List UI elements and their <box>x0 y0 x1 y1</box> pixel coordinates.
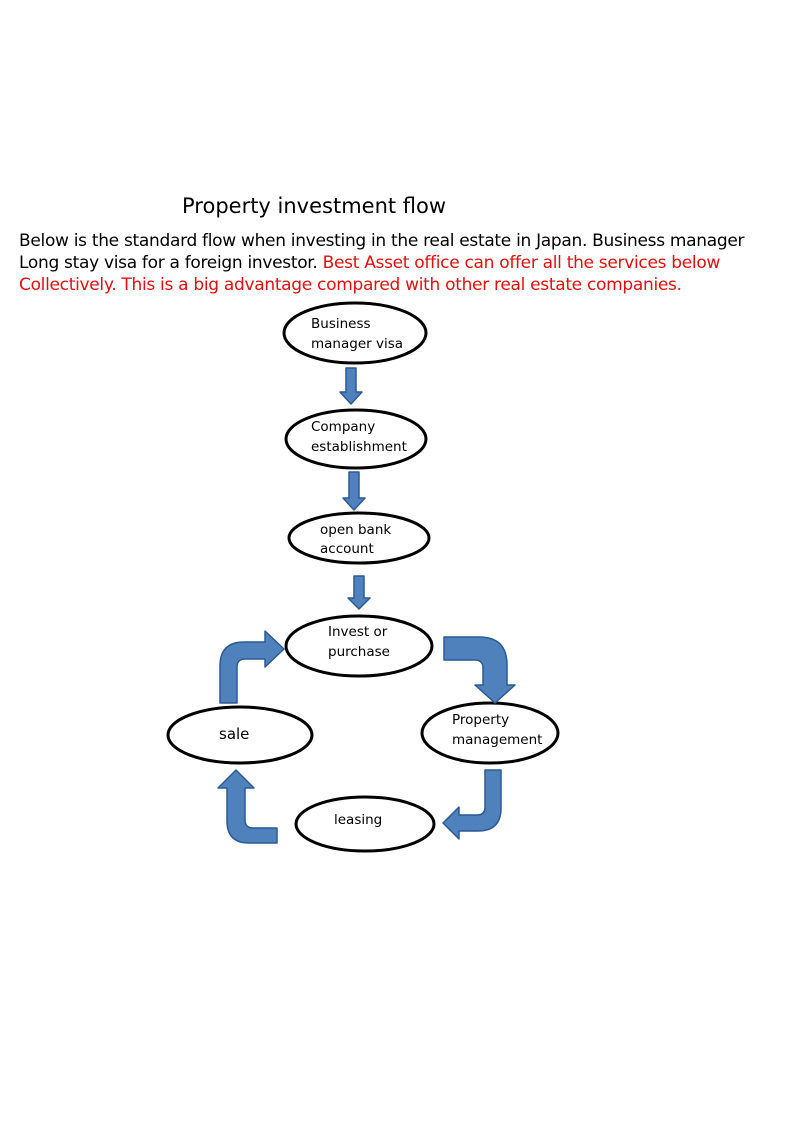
node-business-manager-visa: Business manager visa <box>282 301 428 365</box>
curved-arrow-right-down-icon <box>443 636 516 704</box>
intro-text: Below is the standard flow when investin… <box>19 230 789 296</box>
node-property-management: Property management <box>420 701 560 765</box>
node-open-bank-account: open bank account <box>287 511 431 565</box>
intro-line-2: Long stay visa for a foreign investor. B… <box>19 252 789 274</box>
node-company-establishment: Company establishment <box>284 408 428 470</box>
arrow-down-icon <box>339 367 363 405</box>
node-open-bank-account-line-2: account <box>320 541 374 557</box>
node-company-establishment-line-2: establishment <box>311 439 407 455</box>
intro-line-1: Below is the standard flow when investin… <box>19 231 745 251</box>
curved-arrow-up-right-icon <box>219 630 285 704</box>
curved-arrow-down-left-icon <box>442 769 502 840</box>
intro-line-2-text: Long stay visa for a foreign investor. <box>19 253 318 273</box>
curved-arrow-left-up-icon <box>217 769 278 844</box>
node-invest-or-purchase-line-1: Invest or <box>328 624 388 640</box>
node-invest-or-purchase: Invest or purchase <box>284 614 434 678</box>
node-open-bank-account-line-1: open bank <box>320 522 391 538</box>
page-title: Property investment flow <box>182 194 447 218</box>
intro-line-2-highlight: Best Asset office can offer all the serv… <box>317 253 721 273</box>
arrow-down-icon <box>342 471 366 511</box>
arrow-down-icon <box>347 575 371 610</box>
node-business-manager-visa-line-2: manager visa <box>311 336 403 352</box>
node-business-manager-visa-line-1: Business <box>311 316 371 332</box>
node-sale-label: sale <box>219 725 249 743</box>
node-company-establishment-line-1: Company <box>311 419 375 435</box>
node-leasing-label: leasing <box>334 812 382 828</box>
node-sale: sale <box>166 705 314 765</box>
intro-line-3-highlight: Collectively. This is a big advantage co… <box>19 275 682 295</box>
node-property-management-line-2: management <box>452 732 542 748</box>
node-invest-or-purchase-line-2: purchase <box>328 644 390 660</box>
node-property-management-line-1: Property <box>452 712 509 728</box>
node-leasing: leasing <box>294 795 436 853</box>
